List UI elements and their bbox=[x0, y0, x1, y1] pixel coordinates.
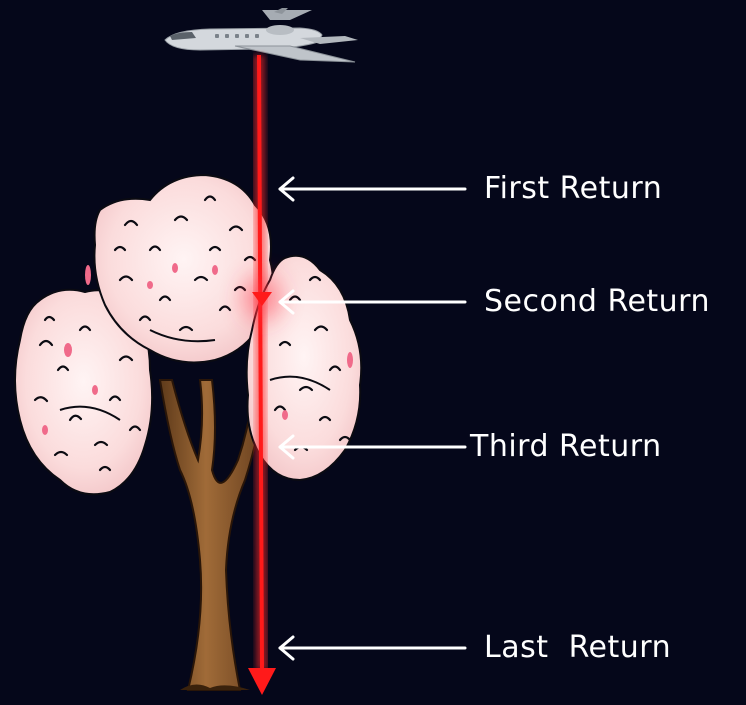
jet-aircraft-icon bbox=[165, 8, 358, 62]
third-return-label: Third Return bbox=[470, 432, 662, 462]
last-return-label: Last Return bbox=[484, 633, 671, 663]
last-return-arrow bbox=[280, 637, 465, 659]
tree-trunk bbox=[160, 380, 262, 690]
first-return-arrow bbox=[280, 178, 465, 200]
pulse-arrowhead bbox=[248, 668, 276, 695]
first-return-label: First Return bbox=[484, 174, 662, 204]
second-return-label: Second Return bbox=[484, 287, 710, 317]
